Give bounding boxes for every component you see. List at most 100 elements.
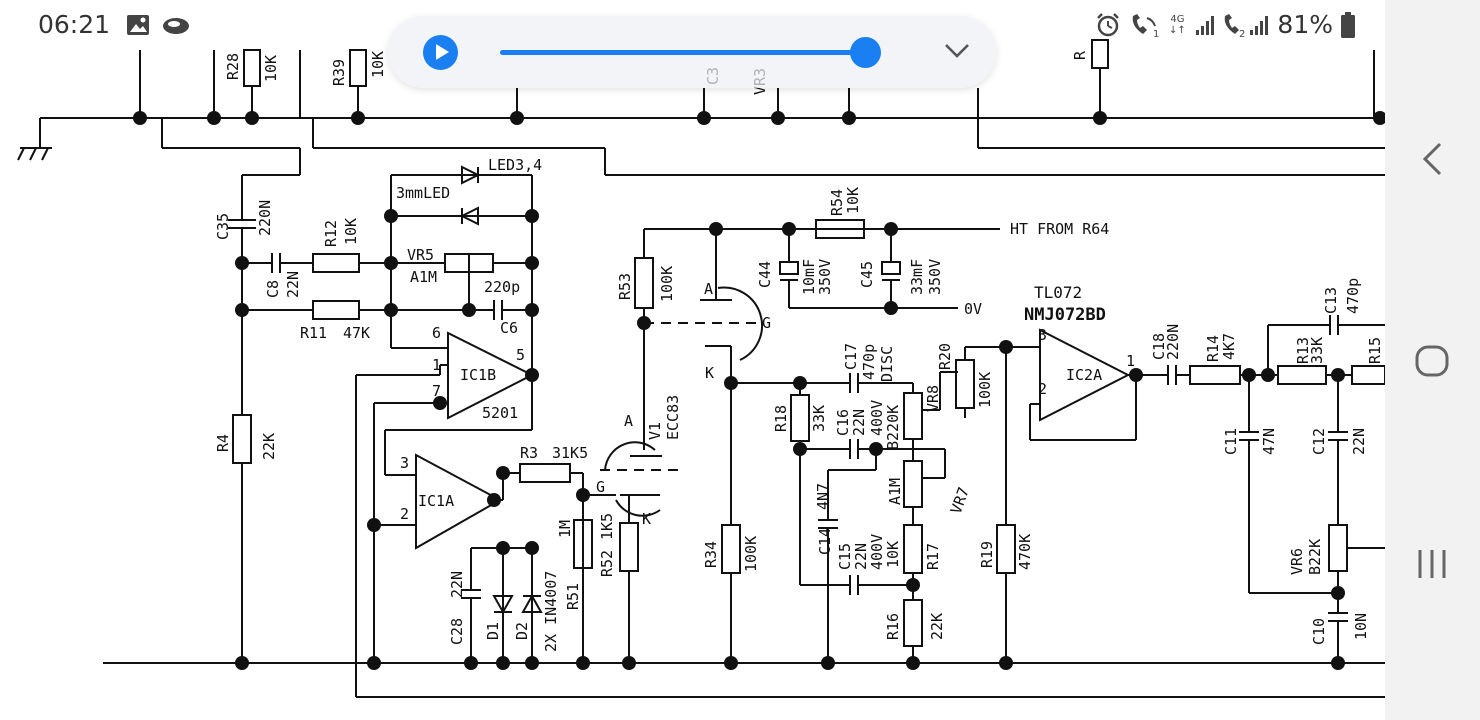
label-zero-v: 0V bbox=[964, 300, 982, 318]
label-r54-value: 10K bbox=[844, 187, 862, 214]
home-button[interactable] bbox=[1385, 326, 1480, 396]
label-r15: R15 bbox=[1366, 337, 1384, 364]
label-v1: V1 bbox=[646, 422, 664, 440]
label-pin7: 7 bbox=[432, 382, 441, 400]
schematic-wires bbox=[17, 39, 1385, 698]
label-c35-value: 220N bbox=[256, 200, 274, 236]
label-diode-type: 2X IN4007 bbox=[542, 571, 560, 652]
label-ic1a-pin3: 3 bbox=[400, 454, 409, 472]
label-led-size: 3mmLED bbox=[396, 184, 450, 202]
label-r11: R11 bbox=[300, 324, 327, 342]
label-vr5: VR5 bbox=[407, 246, 434, 264]
label-c15: C15 bbox=[836, 543, 854, 570]
label-c28-value: 22N bbox=[448, 571, 466, 598]
label-c15-value: 22N bbox=[852, 543, 870, 570]
label-ic2a: IC2A bbox=[1066, 366, 1102, 384]
label-c13: C13 bbox=[1322, 287, 1340, 314]
label-r20: R20 bbox=[936, 343, 954, 370]
label-c45-value: 33mF bbox=[908, 259, 926, 295]
play-icon[interactable] bbox=[423, 35, 458, 70]
label-c11-value: 47N bbox=[1260, 428, 1278, 455]
label-r3-value: 31K5 bbox=[552, 444, 588, 462]
label-c16-value: 22N bbox=[850, 409, 868, 436]
label-ic2a-pin2: 2 bbox=[1038, 380, 1047, 398]
label-ht: HT FROM R64 bbox=[1010, 220, 1109, 238]
label-vr8-value: B220K bbox=[884, 405, 902, 450]
gallery-icon bbox=[127, 15, 149, 35]
chevron-down-icon[interactable] bbox=[943, 36, 971, 64]
label-c8-value: 22N bbox=[284, 271, 302, 298]
label-r53-value: 100K bbox=[658, 266, 676, 302]
label-c44-value: 10mF bbox=[800, 259, 818, 295]
label-r4-value: 22K bbox=[260, 433, 278, 460]
home-icon bbox=[1415, 345, 1449, 377]
label-r-top: R bbox=[1071, 50, 1089, 60]
label-vr8: VR8 bbox=[924, 385, 942, 412]
label-r14: R14 bbox=[1204, 335, 1222, 362]
label-c6-value: 220p bbox=[484, 278, 520, 296]
network-type: 4G↓↑ bbox=[1169, 13, 1186, 36]
label-c35: C35 bbox=[214, 213, 232, 240]
label-vr6-value: B22K bbox=[1306, 539, 1324, 575]
label-r11-value: 47K bbox=[343, 324, 370, 342]
label-led: LED3,4 bbox=[488, 156, 542, 174]
label-c44-voltage: 350V bbox=[816, 259, 834, 295]
label-r19: R19 bbox=[978, 541, 996, 568]
label-c45-voltage: 350V bbox=[926, 259, 944, 295]
label-c17-type: DISC bbox=[878, 346, 896, 382]
label-r18-value: 33K bbox=[810, 405, 828, 432]
label-r20-value: 100K bbox=[976, 372, 994, 408]
label-r28: R28 bbox=[224, 53, 242, 80]
label-c6: C6 bbox=[500, 319, 518, 337]
label-r16-value: 22K bbox=[928, 613, 946, 640]
alarm-icon bbox=[1097, 12, 1120, 36]
label-c16-voltage: 400V bbox=[868, 400, 886, 436]
label-c13-value: 470p bbox=[1344, 278, 1362, 314]
label-r53: R53 bbox=[616, 273, 634, 300]
recents-button[interactable] bbox=[1385, 528, 1480, 598]
label-pin-a1: A bbox=[624, 412, 633, 430]
label-r54: R54 bbox=[828, 189, 846, 216]
label-r39: R39 bbox=[330, 59, 348, 86]
label-pin-a2: A bbox=[704, 280, 713, 298]
label-r3: R3 bbox=[520, 444, 538, 462]
label-c44: C44 bbox=[756, 261, 774, 288]
label-vr7-value: A1M bbox=[886, 478, 904, 505]
schematic-junctions bbox=[133, 111, 1385, 670]
label-c18-value: 220N bbox=[1164, 324, 1182, 360]
label-tl072: TL072 bbox=[1034, 283, 1082, 302]
label-ic1a: IC1A bbox=[418, 492, 454, 510]
seek-thumb[interactable] bbox=[850, 37, 881, 68]
label-r28-value: 10K bbox=[262, 55, 280, 82]
label-c12: C12 bbox=[1310, 428, 1328, 455]
back-button[interactable] bbox=[1385, 124, 1480, 194]
label-r13: R13 bbox=[1294, 337, 1312, 364]
label-c10: C10 bbox=[1310, 618, 1328, 645]
label-pin6: 6 bbox=[432, 324, 441, 342]
label-r12-value: 10K bbox=[342, 218, 360, 245]
label-r51-value: 1M bbox=[556, 520, 574, 538]
label-r19-value: 470K bbox=[1016, 534, 1034, 570]
label-r51: R51 bbox=[564, 583, 582, 610]
status-bar: 06:21 1 4G↓↑ 2 bbox=[0, 0, 1385, 50]
label-c17: C17 bbox=[842, 343, 860, 370]
label-nmj: NMJ072BD bbox=[1024, 305, 1106, 325]
label-vr6: VR6 bbox=[1288, 548, 1306, 575]
label-c14: C14 bbox=[816, 528, 834, 555]
seek-bar[interactable] bbox=[500, 50, 868, 55]
label-ic1b: IC1B bbox=[460, 366, 496, 384]
label-ic1a-pin2: 2 bbox=[400, 505, 409, 523]
media-control-bar[interactable] bbox=[388, 16, 996, 88]
label-r18: R18 bbox=[772, 405, 790, 432]
status-icons: 1 4G↓↑ 2 81% bbox=[1095, 10, 1355, 39]
label-pin5: 5 bbox=[516, 346, 525, 364]
label-vr5-value: A1M bbox=[410, 268, 437, 286]
label-pin-g2: G bbox=[762, 314, 771, 332]
label-c10-value: 10N bbox=[1352, 613, 1370, 640]
label-r16: R16 bbox=[884, 613, 902, 640]
svg-text:1: 1 bbox=[1153, 29, 1159, 38]
wifi-call-icon: 1 bbox=[1133, 13, 1159, 38]
label-r52-value: 1K5 bbox=[598, 513, 616, 540]
label-vr7: VR7 bbox=[947, 485, 973, 517]
label-c11: C11 bbox=[1222, 428, 1240, 455]
